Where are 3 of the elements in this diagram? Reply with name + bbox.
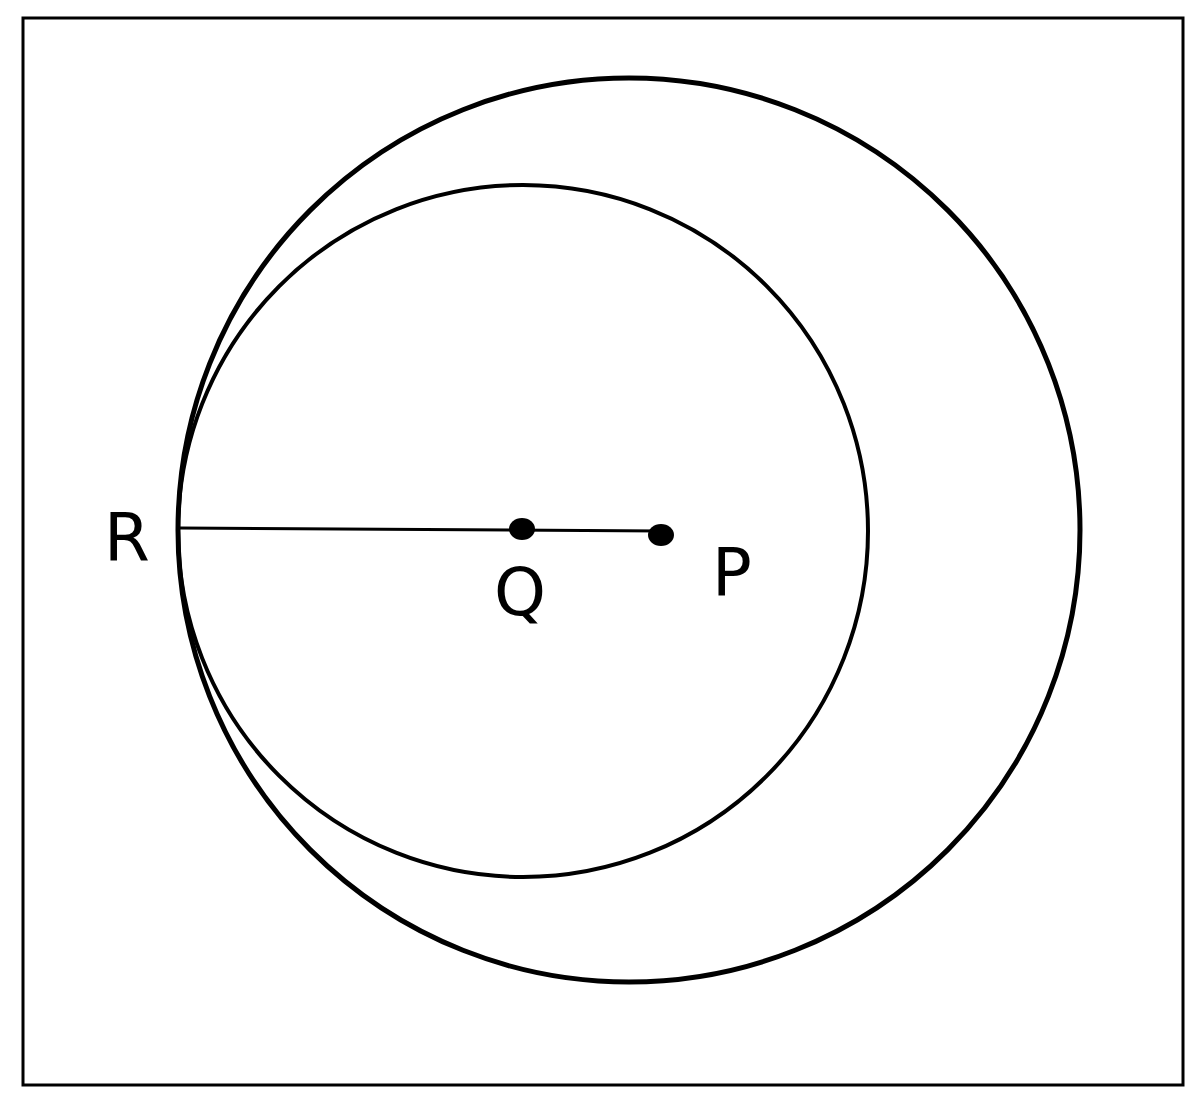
point-label: P bbox=[712, 540, 752, 606]
point-label: Q bbox=[494, 560, 546, 626]
point-label: R bbox=[104, 505, 150, 571]
